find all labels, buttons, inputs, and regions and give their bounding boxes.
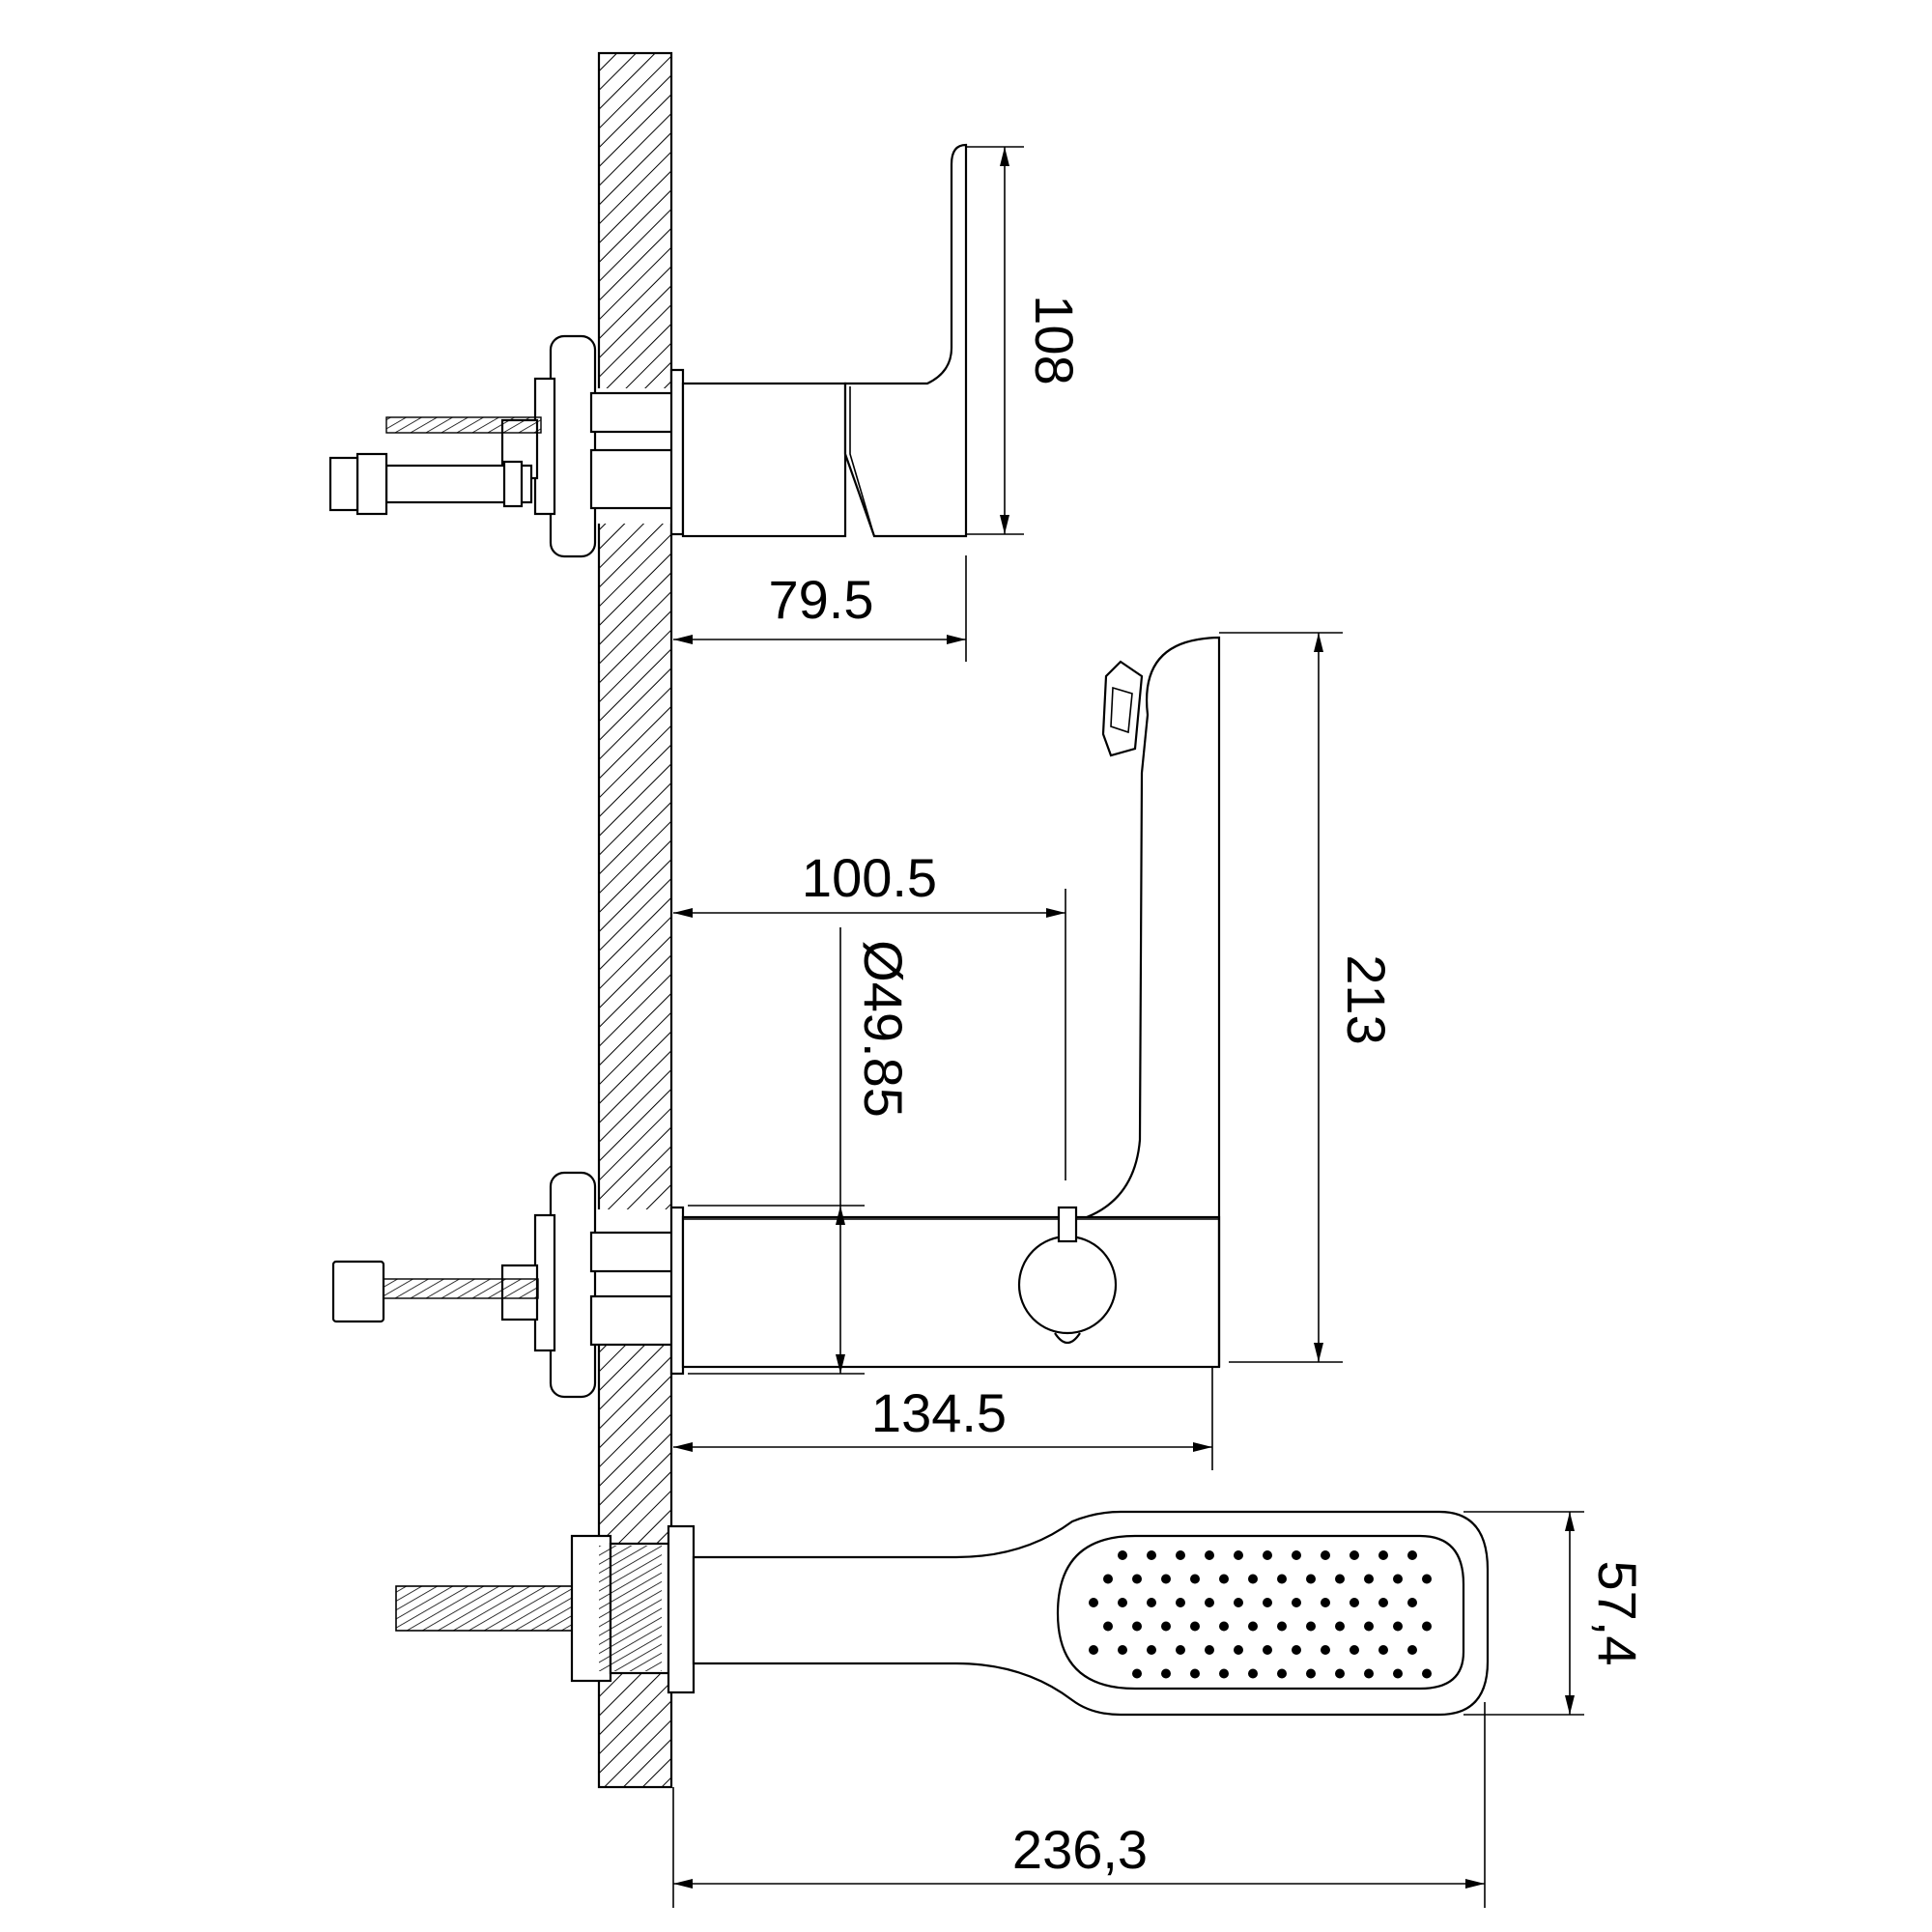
nozzle-dot: [1205, 1598, 1214, 1607]
nozzle-dot: [1089, 1598, 1098, 1607]
dim-handshower-length: 236,3: [1012, 1819, 1148, 1880]
nozzle-dot: [1132, 1574, 1142, 1584]
nozzle-dot: [1176, 1645, 1185, 1655]
nozzle-dot: [1378, 1645, 1388, 1655]
dim-handshower-width: 57,4: [1587, 1561, 1648, 1666]
dim-diverter-diameter: Ø49.85: [853, 940, 914, 1118]
nozzle-dot: [1292, 1645, 1301, 1655]
nozzle-dot: [1306, 1621, 1316, 1632]
dim-lever-height: 108: [1024, 295, 1085, 384]
nozzle-dot: [1393, 1574, 1403, 1584]
hand-shower: [395, 1510, 1490, 1717]
nozzle-dot: [1422, 1668, 1432, 1679]
nozzle-dot: [1350, 1645, 1359, 1655]
nozzle-dot: [1205, 1645, 1214, 1655]
nozzle-dot: [1176, 1550, 1185, 1560]
nozzle-dot: [1118, 1598, 1127, 1607]
nozzle-dot: [1190, 1574, 1200, 1584]
dim-holder-height: 213: [1336, 954, 1397, 1044]
nozzle-dot: [1407, 1550, 1417, 1560]
nozzle-dot: [1277, 1668, 1287, 1679]
nozzle-dot: [1103, 1574, 1113, 1584]
nozzle-dot: [1378, 1550, 1388, 1560]
dim-spout-total-projection: 134.5: [871, 1382, 1007, 1443]
dimension-lines: [672, 146, 1584, 1908]
nozzle-dot: [1176, 1598, 1185, 1607]
nozzle-dot: [1190, 1621, 1200, 1632]
nozzle-dot: [1219, 1621, 1229, 1632]
nozzle-dot: [1118, 1645, 1127, 1655]
nozzle-dot: [1248, 1668, 1258, 1679]
mixer-lever-assembly: [328, 143, 968, 558]
nozzle-dot: [1335, 1621, 1345, 1632]
nozzle-dot: [1321, 1598, 1330, 1607]
nozzle-dot: [1234, 1598, 1243, 1607]
nozzle-dot: [1335, 1668, 1345, 1679]
nozzle-dot: [1321, 1645, 1330, 1655]
nozzle-dot: [1190, 1668, 1200, 1679]
wall-section: [597, 51, 673, 1789]
dimension-labels: 108 79.5 100.5 Ø49.85 213 134.5 57,4 236…: [769, 295, 1649, 1880]
spout-diverter-assembly: [331, 636, 1221, 1399]
nozzle-dot: [1393, 1621, 1403, 1632]
nozzle-dot: [1364, 1621, 1374, 1632]
nozzle-dot: [1103, 1621, 1113, 1632]
nozzle-dot: [1161, 1574, 1171, 1584]
nozzle-dot: [1422, 1621, 1432, 1632]
nozzle-dot: [1248, 1621, 1258, 1632]
dim-lever-projection: 79.5: [769, 569, 874, 630]
nozzle-dot: [1248, 1574, 1258, 1584]
nozzle-dot: [1422, 1574, 1432, 1584]
nozzle-dot: [1263, 1598, 1272, 1607]
nozzle-dot: [1147, 1645, 1156, 1655]
nozzle-dot: [1219, 1574, 1229, 1584]
nozzle-dot: [1147, 1550, 1156, 1560]
nozzle-dot: [1407, 1645, 1417, 1655]
nozzle-dot: [1306, 1668, 1316, 1679]
nozzle-dot: [1393, 1668, 1403, 1679]
nozzle-dot: [1350, 1598, 1359, 1607]
nozzle-dot: [1118, 1550, 1127, 1560]
nozzle-dot: [1132, 1668, 1142, 1679]
nozzle-dot: [1277, 1621, 1287, 1632]
nozzle-dot: [1378, 1598, 1388, 1607]
nozzle-dot: [1263, 1550, 1272, 1560]
shower-nozzles: [1089, 1550, 1432, 1679]
nozzle-dot: [1364, 1668, 1374, 1679]
nozzle-dot: [1161, 1621, 1171, 1632]
nozzle-dot: [1335, 1574, 1345, 1584]
nozzle-dot: [1350, 1550, 1359, 1560]
nozzle-dot: [1407, 1598, 1417, 1607]
nozzle-dot: [1321, 1550, 1330, 1560]
nozzle-dot: [1277, 1574, 1287, 1584]
nozzle-dot: [1161, 1668, 1171, 1679]
nozzle-dot: [1234, 1550, 1243, 1560]
nozzle-dot: [1132, 1621, 1142, 1632]
dim-spout-projection: 100.5: [802, 847, 937, 908]
nozzle-dot: [1263, 1645, 1272, 1655]
nozzle-dot: [1292, 1550, 1301, 1560]
nozzle-dot: [1292, 1598, 1301, 1607]
nozzle-dot: [1364, 1574, 1374, 1584]
nozzle-dot: [1234, 1645, 1243, 1655]
nozzle-dot: [1205, 1550, 1214, 1560]
nozzle-dot: [1306, 1574, 1316, 1584]
nozzle-dot: [1219, 1668, 1229, 1679]
nozzle-dot: [1089, 1645, 1098, 1655]
nozzle-dot: [1147, 1598, 1156, 1607]
